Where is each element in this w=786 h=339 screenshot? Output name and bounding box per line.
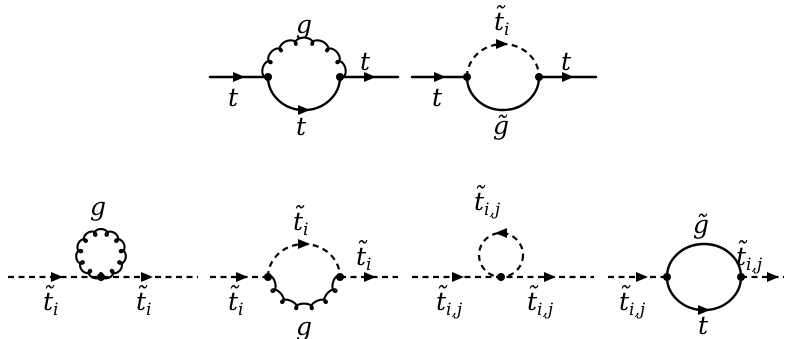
label-in: t <box>228 83 239 112</box>
arrow <box>51 272 63 282</box>
arrow <box>434 72 446 82</box>
arrow <box>636 272 648 282</box>
label-in: t̃i,j <box>436 285 463 320</box>
vertex <box>663 273 671 281</box>
stop-loop-upper <box>266 242 342 278</box>
stop-loop-upper <box>465 42 541 78</box>
label-in: t <box>432 83 443 112</box>
diagram-stop-gluino-bubble: g̃ t t̃i,j t̃i,j <box>608 210 784 339</box>
label-loop-top: t̃i <box>293 205 308 240</box>
arrow <box>364 72 376 82</box>
gluon-loop-upper <box>261 36 347 80</box>
label-loop-top: g <box>90 192 106 221</box>
loop-bottom-top-line <box>266 75 342 112</box>
arrow <box>298 105 310 115</box>
label-loop-top: t̃i <box>494 5 509 40</box>
label-loop-bottom: g̃ <box>493 111 509 140</box>
diagram-stop-gluon-bubble: t̃i g t̃i t̃i <box>210 205 398 339</box>
label-loop-top: t̃i,j <box>474 185 501 220</box>
arrow <box>495 228 507 238</box>
diagram-stop-squark-tadpole: t̃i,j t̃i,j t̃i,j <box>412 185 594 320</box>
label-out: t̃i <box>136 285 151 320</box>
label-out: t <box>561 47 572 76</box>
diagram-top-gluon-loop: t t g t <box>208 10 400 141</box>
arrow <box>141 272 153 282</box>
label-in: t̃i <box>43 285 58 320</box>
label-in: t̃i <box>228 285 243 320</box>
vertex <box>97 273 105 281</box>
label-out: t <box>360 47 371 76</box>
gluon-loop-lower <box>266 274 342 311</box>
arrow <box>767 272 779 282</box>
label-in: t̃i,j <box>619 285 646 320</box>
top-gluino-loop <box>665 242 743 312</box>
diagram-top-gluino-loop: t t t̃i g̃ <box>410 5 598 140</box>
gluino-loop-lower <box>465 75 541 112</box>
label-loop-top: g <box>296 10 312 39</box>
label-loop-top: g̃ <box>693 210 709 239</box>
gluon-tadpole-loop <box>75 227 127 280</box>
label-out: t̃i <box>356 240 371 275</box>
vertex <box>737 273 745 281</box>
vertex <box>463 73 471 81</box>
arrow <box>452 272 464 282</box>
arrow <box>496 39 508 49</box>
vertex <box>336 73 344 81</box>
vertex <box>264 273 272 281</box>
arrow <box>236 272 248 282</box>
arrow <box>364 272 376 282</box>
vertex <box>497 273 505 281</box>
arrow <box>698 305 710 315</box>
label-loop-bottom: g <box>296 312 312 339</box>
label-out: t̃i,j <box>527 285 554 320</box>
label-loop-bottom: t <box>698 311 709 339</box>
arrow <box>298 239 310 249</box>
stop-tadpole-loop <box>477 231 525 279</box>
label-out: t̃i,j <box>736 240 763 275</box>
arrow <box>544 272 556 282</box>
arrow <box>562 72 574 82</box>
diagram-stop-gluon-tadpole: g t̃i t̃i <box>8 192 198 320</box>
label-loop-bottom: t <box>296 112 307 141</box>
arrow <box>233 72 245 82</box>
vertex <box>264 73 272 81</box>
vertex <box>336 273 344 281</box>
vertex <box>535 73 543 81</box>
